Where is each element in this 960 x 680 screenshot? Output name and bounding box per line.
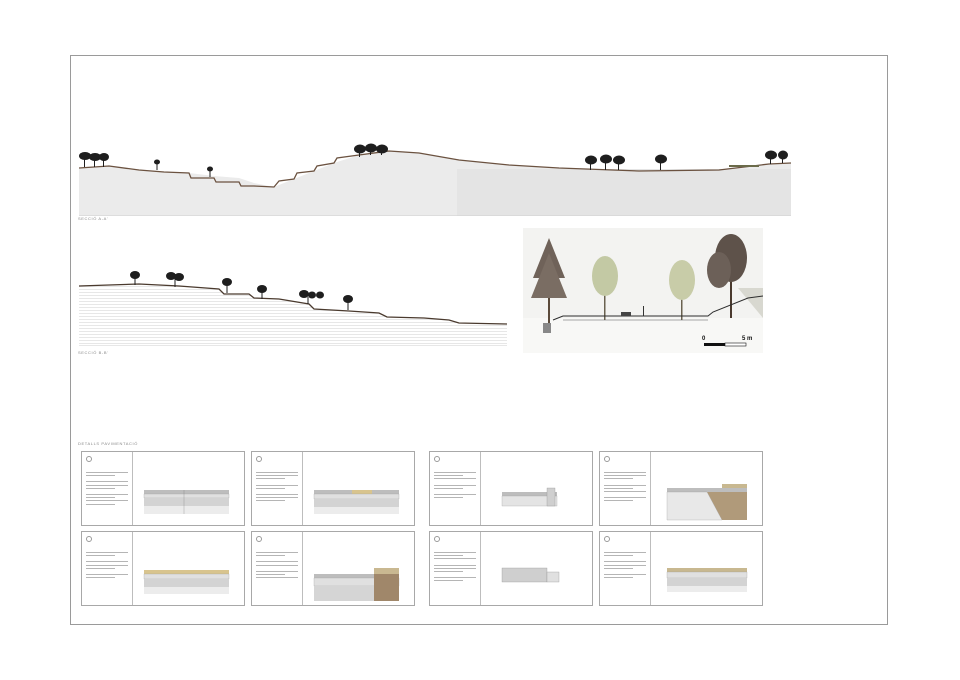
paving-layer-drawing	[313, 490, 400, 514]
detail-header	[434, 456, 478, 466]
deciduous-tree-2	[669, 260, 695, 320]
detail-perspective-section	[523, 228, 763, 353]
scale-bar-start-label: 0	[702, 336, 706, 342]
detail-notes	[434, 552, 476, 584]
paving-layer-drawing	[501, 487, 558, 507]
scale-bar-end-label: 5 m	[742, 336, 753, 342]
paving-layer-drawing	[313, 568, 400, 601]
paving-detail-card	[81, 451, 245, 526]
detail-notes	[604, 472, 646, 504]
paving-layer-drawing	[143, 570, 230, 594]
tree-group-a2	[354, 143, 388, 157]
paving-layer-drawing	[501, 567, 560, 583]
paving-detail-card	[251, 531, 415, 606]
detail-header	[86, 456, 130, 466]
detail-notes	[86, 552, 128, 580]
detail-notes	[604, 552, 646, 580]
details-caption: DETALLS PAVIMENTACIÓ	[78, 441, 138, 446]
detail-header	[604, 456, 648, 466]
detail-header	[86, 536, 130, 546]
paving-detail-card	[429, 451, 593, 526]
tree-group-a1	[79, 152, 213, 177]
pine-tree-left	[531, 238, 567, 328]
deciduous-tree-1	[592, 256, 618, 320]
tree-group-a4	[729, 150, 788, 167]
detail-notes	[434, 472, 476, 500]
detail-notes	[256, 472, 298, 504]
detail-notes	[256, 552, 298, 580]
tree-group-b	[130, 271, 353, 310]
detail-header	[604, 536, 648, 546]
section-a-elevation	[79, 143, 791, 216]
detail-notes	[86, 472, 128, 507]
paving-detail-card	[599, 451, 763, 526]
paving-layer-drawing	[143, 490, 230, 514]
detail-header	[256, 536, 300, 546]
paving-layer-drawing	[666, 484, 747, 521]
paving-detail-card	[599, 531, 763, 606]
tree-group-a3	[585, 154, 667, 170]
paving-layer-drawing	[666, 568, 748, 592]
paving-detail-card	[429, 531, 593, 606]
drawing-sheet: SECCIÓ A-A' SECCIÓ B-B'	[70, 55, 888, 625]
section-a-caption: SECCIÓ A-A'	[78, 216, 109, 221]
detail-header	[256, 456, 300, 466]
paving-detail-card	[81, 531, 245, 606]
paving-detail-card	[251, 451, 415, 526]
detail-header	[434, 536, 478, 546]
scale-bar	[704, 342, 747, 347]
section-b-elevation	[79, 271, 507, 346]
section-b-caption: SECCIÓ B-B'	[78, 350, 109, 355]
pine-tree-right	[707, 234, 763, 318]
